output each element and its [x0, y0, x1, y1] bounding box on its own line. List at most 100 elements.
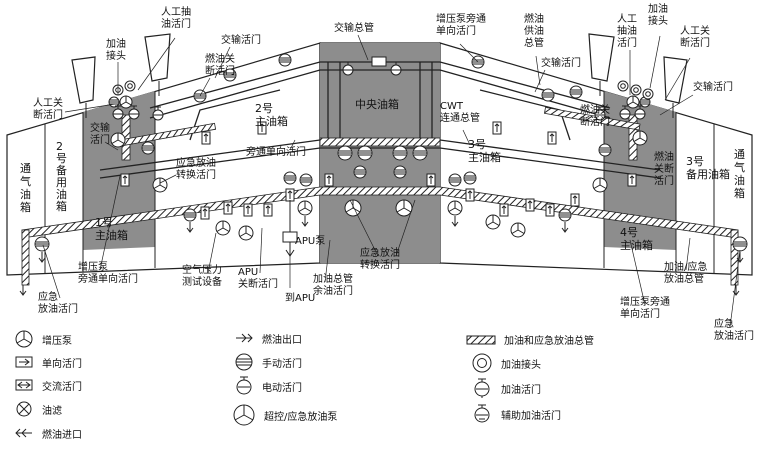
vent-tank-left-label: 通气油箱 [20, 162, 31, 214]
main-tank-2-label: 2号主油箱 [255, 102, 288, 128]
fuel-outlet-l4-icon [38, 252, 46, 263]
leader-lines [42, 34, 741, 328]
legend-crossflow-valve: 交流活门 [14, 377, 82, 393]
override-pump-l2-icon [238, 225, 254, 241]
label-manual-shutoff-right: 人工关断活门 [680, 24, 710, 49]
override-pump-l3-icon [297, 200, 313, 216]
check-valve-l5-icon [243, 203, 253, 217]
check-valve-r3-icon [499, 203, 509, 217]
manual-valve-c6-icon [393, 165, 407, 179]
label-refuel-receptacle-right: 加油接头 [648, 2, 668, 27]
motor-valve-c2-icon [390, 61, 402, 76]
refuel-receptacle-3-icon [617, 80, 629, 92]
motor-valve-r3-icon [594, 106, 606, 121]
check-valve-r4-icon [525, 198, 535, 212]
motor-valve-r2-icon [634, 105, 646, 120]
motor-valve-l3-icon [152, 106, 164, 121]
label-refuel-residual: 加油总管余油活门 [313, 272, 353, 297]
main-tank-1-region [83, 91, 155, 250]
fuel-outlet-icon [236, 333, 253, 343]
manual-valve-r5-icon [558, 208, 572, 222]
main-tank-3-label: 3号主油箱 [468, 138, 501, 164]
legend-refuel-receptacle: 加油接头 [471, 352, 541, 374]
label-boost-bypass-right: 增压泵旁通单向活门 [620, 295, 670, 320]
manual-valve-r2-icon [541, 88, 555, 102]
refuel-receptacle-icon [472, 353, 492, 373]
engine-4-icon [663, 56, 688, 118]
engine-3-icon [588, 33, 615, 96]
legend-fuel-inlet-label: 燃油进口 [42, 429, 82, 441]
label-emerg-jettison-xfer-center: 应急放油转换活门 [360, 246, 400, 271]
check-valve-r6-icon [570, 193, 580, 207]
legend-fuel-outlet-label: 燃油出口 [262, 334, 302, 346]
legend-crossflow-valve-label: 交流活门 [42, 381, 82, 393]
manual-valve-l1-icon [278, 53, 292, 67]
legend-motor-valve-label: 电动活门 [262, 382, 302, 394]
legend-refuel-valve-label: 加油活门 [501, 384, 541, 396]
refuel-receptacle-4-icon [630, 84, 642, 96]
boost-pump-r1-icon [632, 130, 648, 146]
fuel-outlet-l3-icon [19, 285, 27, 296]
callouts: 加油接头 人工抽油活门 交输活门 燃油关断活门 人工关断活门 交输活门 应急放油… [33, 2, 754, 342]
label-apu-pump: APU泵 [295, 235, 325, 247]
boost-pump-icon [15, 330, 33, 348]
manual-valve-r6-icon [463, 171, 477, 185]
legend-override-pump-label: 超控/应急放油泵 [264, 411, 338, 423]
legend-boost-pump-label: 增压泵 [42, 335, 72, 347]
motor-valve-l2-icon [128, 105, 140, 120]
manual-valve-r3-icon [569, 85, 583, 99]
check-valve-r8-icon [547, 131, 557, 145]
motor-valve-l1-icon [112, 105, 124, 120]
fuel-outlet-l1-icon [186, 222, 194, 233]
engine-2-icon [144, 33, 171, 96]
apu-pump-icon [282, 231, 298, 243]
check-valve-r5-icon [545, 203, 555, 217]
legend-boost-pump: 增压泵 [14, 329, 72, 349]
override-pump-c1-icon [344, 199, 362, 217]
fuel-inlet-icon [15, 428, 32, 438]
legend-override-pump: 超控/应急放油泵 [232, 403, 337, 427]
label-crossfeed-valve-right: 交输活门 [693, 80, 733, 93]
manual-valve-r4-icon [598, 143, 612, 157]
crossfeed-manifold-lines [99, 61, 661, 179]
check-valve-l7-icon [120, 173, 130, 187]
manual-valve-l4-icon [141, 141, 155, 155]
legend-check-valve: 单向活门 [14, 354, 82, 370]
label-bypass-check-mid: 旁通单向活门 [246, 145, 306, 158]
fuel-outlet-r2-icon [451, 216, 459, 227]
manual-valve-l2-icon [223, 68, 237, 82]
refuel-receptacle-1-icon [112, 84, 124, 96]
legend-refuel-manifold-label: 加油和应急放油总管 [504, 336, 594, 347]
boost-pump-l3-icon [119, 95, 133, 109]
label-fuel-supply-manifold: 燃油供油总管 [524, 12, 544, 49]
legend-fuel-inlet: 燃油进口 [14, 424, 82, 442]
manual-valve-l7-icon [299, 173, 313, 187]
check-valve-l2-icon [285, 188, 295, 202]
override-pump-icon [233, 404, 255, 426]
label-emerg-jettison-left: 应急放油活门 [38, 290, 78, 315]
check-valve-r7-icon [627, 173, 637, 187]
legend-filter-label: 油滤 [42, 405, 62, 417]
check-valve-l8-icon [201, 131, 211, 145]
manual-valve-c4-icon [412, 145, 428, 161]
legend-check-valve-label: 单向活门 [42, 358, 82, 370]
label-crossfeed-valve-top-left: 交输活门 [221, 33, 261, 46]
label-boost-bypass-left: 增压泵旁通单向活门 [78, 260, 138, 285]
label-boost-bypass-top-right: 增压泵旁通单向活门 [436, 12, 486, 37]
check-valve-l4-icon [223, 201, 233, 215]
legend-refuel-manifold: 加油和应急放油总管 [466, 332, 594, 347]
main-tank-1-label: 1号主油箱 [95, 216, 128, 242]
reserve-tank-3-label: 3号备用油箱 [686, 155, 730, 181]
override-pump-c2-icon [395, 199, 413, 217]
legend-manual-valve: 手动活门 [234, 352, 302, 372]
legend-motor-valve: 电动活门 [234, 375, 302, 397]
manual-valve-c5-icon [353, 165, 367, 179]
manual-valve-l8-icon [34, 236, 50, 252]
legend-refuel-receptacle-label: 加油接头 [501, 359, 541, 371]
vent-tank-right-label: 通气油箱 [734, 148, 745, 200]
override-pump-r1-icon [485, 214, 501, 230]
check-valve-icon [15, 356, 33, 368]
